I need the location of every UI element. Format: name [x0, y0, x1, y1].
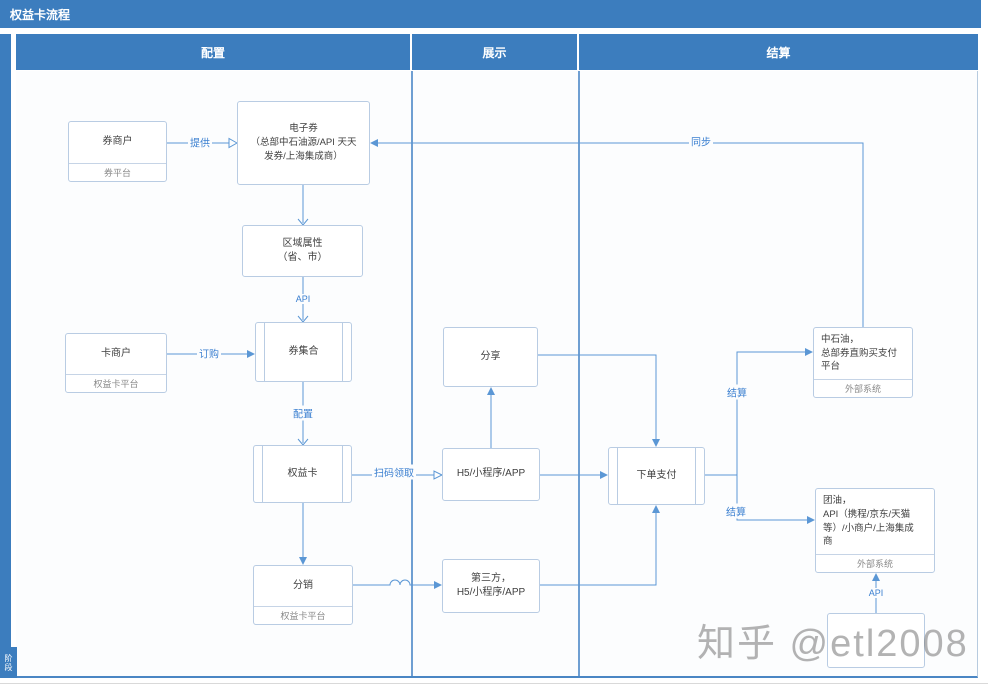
- node-h5-miniprogram-app: H5/小程序/APP: [442, 448, 540, 501]
- edge-third-order: [540, 512, 657, 586]
- node-order-pay: 下单支付: [608, 447, 705, 505]
- edge-share-order: [538, 354, 657, 440]
- edge-label-settle-bottom: 结算: [724, 503, 748, 519]
- title-bar: 权益卡流程: [0, 0, 981, 28]
- node-region-attribute: 区域属性 （省、市）: [242, 225, 363, 277]
- node-label-line3: 发券/上海集成商）: [264, 150, 343, 162]
- node-label-line2: （总部中石油源/API 天天: [250, 137, 357, 149]
- node-label: H5/小程序/APP: [456, 468, 526, 480]
- edge-api-up-head: [872, 573, 880, 581]
- node-e-voucher: 电子券 （总部中石油源/API 天天 发券/上海集成商）: [237, 101, 370, 185]
- node-distribution: 分销 权益卡平台: [253, 565, 353, 625]
- edge-sync: [378, 142, 864, 327]
- lane-rail: [0, 34, 11, 678]
- node-third-party: 第三方， H5/小程序/APP: [442, 559, 540, 613]
- node-share: 分享: [443, 327, 538, 387]
- node-label-line1: 电子券: [289, 123, 318, 135]
- edge-settle-top-head: [805, 348, 813, 356]
- node-label-line1: 中石油，: [821, 333, 860, 345]
- lane-header-display: 展示: [412, 34, 577, 70]
- edge-label-api-top: API: [293, 294, 313, 304]
- edge-label-order: 订购: [197, 345, 221, 361]
- edge-settle-bottom: [736, 475, 808, 521]
- node-label-line1: 团油，: [823, 494, 852, 506]
- lane-header-settlement: 结算: [579, 34, 978, 70]
- node-sublabel: 权益卡平台: [254, 606, 352, 624]
- node-label-line2: API（携程/京东/天猫: [823, 508, 911, 520]
- node-rights-card: 权益卡: [253, 445, 352, 503]
- edge-settle-bottom-head: [807, 516, 815, 524]
- edge-sync-head: [370, 139, 378, 147]
- node-sublabel: 外部系统: [816, 554, 934, 572]
- node-bottom-obscured: [827, 613, 925, 668]
- page-title: 权益卡流程: [10, 7, 71, 22]
- edge-scan-head: [433, 470, 444, 480]
- edge-h5-share-head: [487, 387, 495, 395]
- node-label: 权益卡: [287, 467, 318, 479]
- edge-third-order-head: [652, 505, 660, 513]
- node-label-line2: 总部券直购买支付: [821, 347, 898, 359]
- edge-dist-third: [353, 579, 434, 586]
- node-label-line3: 平台: [821, 361, 841, 373]
- node-label-line3: 等）/小商户/上海集成: [823, 522, 914, 534]
- edge-order-head: [247, 350, 255, 358]
- node-sublabel: 权益卡平台: [66, 374, 166, 392]
- lane-separator-1: [411, 71, 413, 676]
- node-label: 下单支付: [636, 469, 677, 481]
- node-card-merchant: 卡商户 权益卡平台: [65, 333, 167, 393]
- node-label-line1: 第三方，: [471, 572, 511, 584]
- node-label: 分销: [293, 579, 313, 591]
- edge-label-settle-top: 结算: [725, 384, 749, 400]
- edge-label-configure: 配置: [291, 405, 315, 421]
- node-voucher-merchant: 券商户 券平台: [68, 121, 167, 182]
- node-label-line2: （省、市）: [277, 252, 328, 263]
- lane-header-config: 配置: [16, 34, 410, 70]
- node-label: 券集合: [288, 345, 319, 357]
- lane-separator-2: [578, 71, 580, 676]
- node-sublabel: 外部系统: [814, 379, 912, 397]
- edge-label-api-bottom: API: [866, 588, 886, 598]
- edge-label-provide: 提供: [188, 134, 212, 150]
- node-tuanyou-external: 团油， API（携程/京东/天猫 等）/小商户/上海集成 商 外部系统: [815, 488, 935, 573]
- watermark: 知乎 @etl2008: [697, 623, 969, 665]
- node-label-line1: 区域属性: [282, 237, 323, 249]
- node-sublabel: 券平台: [69, 163, 166, 181]
- node-voucher-collection: 券集合: [255, 322, 352, 382]
- node-label-line4: 商: [823, 536, 833, 548]
- node-cnpc-hq-payment-platform: 中石油， 总部券直购买支付 平台 外部系统: [813, 327, 913, 398]
- edge-label-scan: 扫码领取: [372, 464, 416, 480]
- edge-evoucher-down: [297, 185, 309, 226]
- node-label: 分享: [480, 350, 501, 362]
- node-label: 卡商户: [101, 347, 131, 359]
- edge-dist-third-head: [434, 581, 442, 589]
- edge-label-sync: 同步: [689, 133, 713, 149]
- page-border-bottom: [0, 683, 988, 684]
- edge-share-order-head: [652, 439, 660, 447]
- edge-provide-head: [228, 137, 239, 149]
- stage-label: 阶段: [0, 647, 17, 678]
- edge-rightscard-dist-head: [299, 557, 307, 565]
- node-label: 券商户: [102, 136, 133, 148]
- edge-h5-order-head: [600, 471, 608, 479]
- node-label-line2: H5/小程序/APP: [456, 587, 526, 598]
- edge-settle-top: [705, 351, 806, 476]
